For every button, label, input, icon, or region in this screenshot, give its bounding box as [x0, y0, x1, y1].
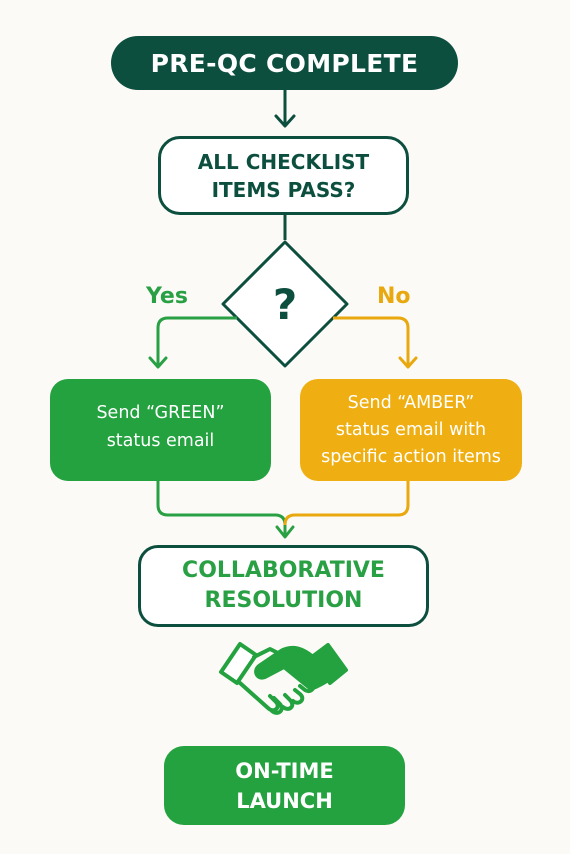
checklist-question-box: ALL CHECKLIST ITEMS PASS? [158, 136, 409, 215]
checklist-question-line-2: ITEMS PASS? [211, 177, 356, 202]
arrow-yes-branch [156, 316, 237, 366]
question-mark-icon: ? [272, 280, 298, 329]
arrowhead-yes [148, 356, 168, 369]
green-box-line-2: status email [106, 431, 215, 451]
amber-box-line-2: status email with [335, 419, 487, 440]
start-terminal: PRE-QC COMPLETE [111, 36, 458, 90]
collab-line-1: COLLABORATIVE [182, 558, 385, 583]
arrow-start-to-check [274, 90, 296, 128]
handshake-icon [219, 642, 348, 715]
connector-amber-to-merge [283, 481, 410, 526]
arrowhead-no [398, 356, 418, 369]
collab-line-2: RESOLUTION [204, 588, 363, 613]
no-branch-label: No [377, 284, 411, 309]
on-time-launch-box: ON-TIME LAUNCH [164, 746, 405, 825]
decision-diamond [221, 240, 349, 368]
checklist-question-line-1: ALL CHECKLIST [197, 149, 370, 174]
green-box-line-1: Send “GREEN” [96, 403, 225, 423]
arrow-no-branch [333, 316, 410, 366]
amber-box-line-3: specific action items [321, 446, 501, 467]
yes-branch-label: Yes [146, 284, 188, 309]
collaborative-resolution-box: COLLABORATIVE RESOLUTION [138, 545, 429, 627]
launch-line-1: ON-TIME [235, 758, 334, 783]
launch-line-2: LAUNCH [236, 788, 333, 813]
amber-status-email-box: Send “AMBER” status email with specific … [300, 379, 522, 481]
green-status-email-box: Send “GREEN” status email [50, 379, 271, 481]
connector-green-to-merge [156, 481, 287, 535]
amber-box-line-1: Send “AMBER” [347, 392, 475, 413]
start-terminal-label: PRE-QC COMPLETE [150, 48, 419, 78]
arrowhead-merge [275, 525, 295, 539]
